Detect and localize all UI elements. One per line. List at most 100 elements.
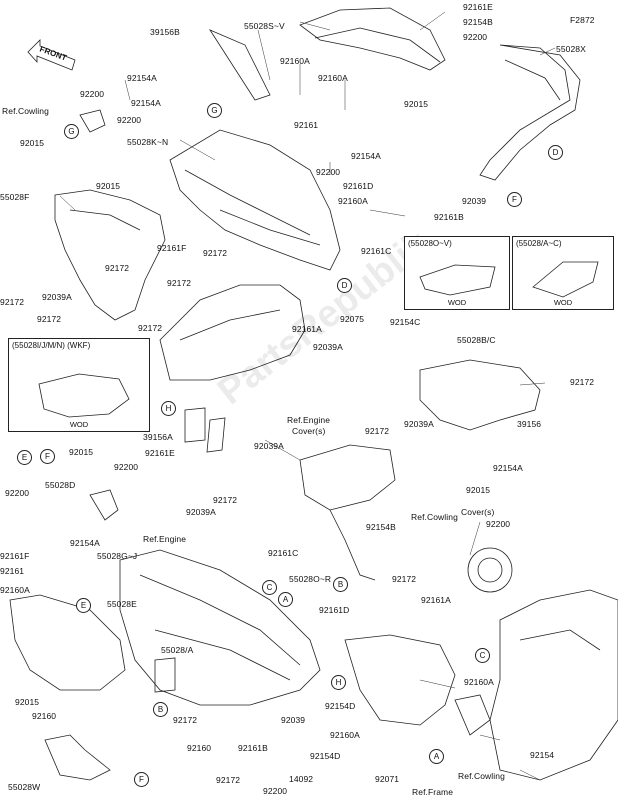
callout-marker: B — [153, 702, 168, 717]
part-label: 92160A — [464, 677, 494, 687]
part-label: 39156B — [150, 27, 180, 37]
inset-55028o-v: (55028O~V) WOD — [404, 236, 510, 310]
part-label: 92160 — [32, 711, 57, 721]
part-label: 92075 — [340, 314, 365, 324]
callout-marker: C — [262, 580, 277, 595]
inset-title: (55028I/J/M/N) (WKF) — [12, 341, 91, 350]
part-label: 92172 — [392, 574, 417, 584]
part-label: 92172 — [37, 314, 62, 324]
callout-marker: F — [507, 192, 522, 207]
part-label: 92200 — [316, 167, 341, 177]
part-label: 92015 — [69, 447, 94, 457]
part-label: Ref.Frame — [412, 787, 454, 797]
callout-marker: G — [64, 124, 79, 139]
part-label: 92039A — [254, 441, 284, 451]
part-label: 92161E — [463, 2, 493, 12]
part-label: 55028S~V — [244, 21, 285, 31]
part-label: 92160A — [280, 56, 310, 66]
callout-marker: F — [134, 772, 149, 787]
part-label: 92039 — [462, 196, 487, 206]
inset-55028a-c: (55028/A~C) WOD — [512, 236, 614, 310]
part-label: 92154A — [351, 151, 381, 161]
callout-marker: F — [40, 449, 55, 464]
part-label: Ref.Cowling — [411, 512, 458, 522]
part-label: 55028/A — [161, 645, 194, 655]
inset-part-drawing — [38, 373, 130, 418]
part-label: 92161D — [319, 605, 350, 615]
inset-caption: WOD — [69, 420, 89, 429]
part-label: 55028F — [0, 192, 30, 202]
part-label: 55028E — [107, 599, 137, 609]
part-label: 92161B — [238, 743, 268, 753]
part-label: 92154A — [127, 73, 157, 83]
part-label: 92172 — [216, 775, 241, 785]
part-label: 92172 — [0, 297, 25, 307]
part-label: 92200 — [114, 462, 139, 472]
part-label: 92172 — [138, 323, 163, 333]
part-label: 92200 — [463, 32, 488, 42]
part-label: 92200 — [117, 115, 142, 125]
part-label: 92172 — [105, 263, 130, 273]
part-label: 92039A — [404, 419, 434, 429]
part-label: 92172 — [213, 495, 238, 505]
part-label: 92015 — [96, 181, 121, 191]
part-label: Ref.Engine — [143, 534, 187, 544]
part-label: 92015 — [404, 99, 429, 109]
part-label: 92154D — [325, 701, 356, 711]
part-label: 92154 — [530, 750, 555, 760]
inset-title: (55028/A~C) — [516, 239, 562, 248]
part-label: 92071 — [375, 774, 400, 784]
part-label: 92154B — [463, 17, 493, 27]
part-label: 92039 — [281, 715, 306, 725]
callout-marker: C — [475, 648, 490, 663]
figure-code: F2872 — [570, 15, 595, 25]
part-label: 92160A — [0, 585, 30, 595]
part-label: 92154D — [310, 751, 341, 761]
part-label: 39156 — [517, 419, 542, 429]
ref-label: 55028W — [8, 782, 41, 792]
part-label: 92172 — [167, 278, 192, 288]
callout-marker: E — [76, 598, 91, 613]
part-label: 92161B — [434, 212, 464, 222]
part-label: 39156A — [143, 432, 173, 442]
part-label: 92161 — [0, 566, 25, 576]
part-label: 55028B/C — [457, 335, 496, 345]
part-label: 92160 — [187, 743, 212, 753]
part-label: 92172 — [203, 248, 228, 258]
part-label: 92161E — [145, 448, 175, 458]
callout-marker: D — [548, 145, 563, 160]
callout-marker: A — [278, 592, 293, 607]
part-label: 92015 — [466, 485, 491, 495]
part-label: 55028G~J — [97, 551, 138, 561]
ref-label: Cover(s) — [292, 426, 326, 436]
part-label: 92161A — [421, 595, 451, 605]
part-label: 92172 — [173, 715, 198, 725]
part-label: 92160A — [318, 73, 348, 83]
callout-marker: G — [207, 103, 222, 118]
part-label: 92161 — [294, 120, 319, 130]
inset-part-drawing — [419, 264, 496, 296]
part-label: 92015 — [15, 697, 40, 707]
callout-marker: H — [161, 401, 176, 416]
part-label: 92160A — [330, 730, 360, 740]
ref-label: Ref.Cowling — [2, 106, 49, 116]
part-label: 92200 — [5, 488, 30, 498]
callout-marker: D — [337, 278, 352, 293]
inset-part-drawing — [532, 261, 599, 298]
callout-marker: E — [17, 450, 32, 465]
callout-marker: H — [331, 675, 346, 690]
part-label: 55028D — [45, 480, 76, 490]
part-label: 92200 — [80, 89, 105, 99]
part-label: 92172 — [570, 377, 595, 387]
part-label: 92039A — [313, 342, 343, 352]
part-label: 92039A — [186, 507, 216, 517]
part-label: 92160A — [338, 196, 368, 206]
part-label: 92172 — [365, 426, 390, 436]
part-label: 92154A — [493, 463, 523, 473]
part-label: 92161F — [157, 243, 187, 253]
part-label: 92161C — [268, 548, 299, 558]
part-label: 92200 — [263, 786, 288, 796]
part-label: 55028O~R — [289, 574, 332, 584]
